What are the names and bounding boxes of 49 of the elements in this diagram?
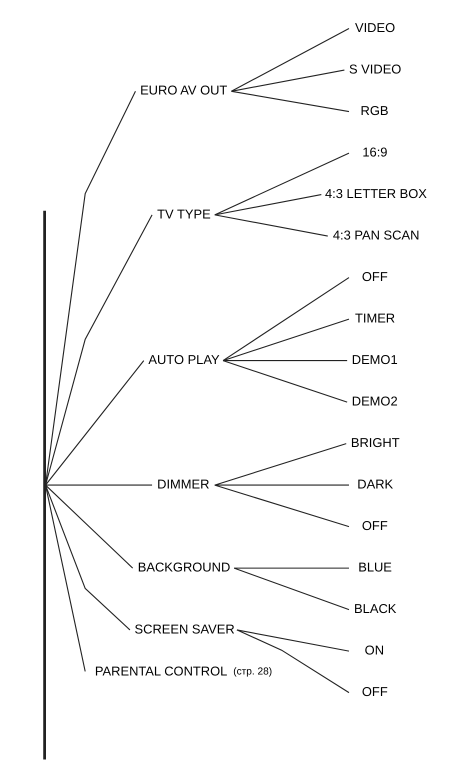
node-text: 4:3 LETTER BOX	[324, 186, 426, 201]
node-text: OFF	[361, 684, 388, 700]
connector	[233, 568, 349, 610]
connector	[214, 152, 349, 216]
connector	[234, 568, 348, 569]
connector	[44, 214, 152, 486]
node-text: DEMO2	[351, 394, 398, 409]
connector	[44, 484, 133, 569]
node-text: RGB	[360, 102, 388, 118]
node-text: EURO AV OUT	[140, 82, 227, 98]
node-text: ON	[364, 642, 384, 658]
connector	[214, 484, 348, 486]
connector	[222, 360, 347, 362]
connector	[214, 194, 321, 216]
connector	[44, 485, 130, 630]
node-text: BACKGROUND	[137, 560, 230, 575]
node-bar	[42, 210, 46, 760]
node-text: S VIDEO	[348, 61, 401, 76]
connector	[222, 318, 349, 362]
connector	[214, 214, 328, 237]
node-text: 16:9	[362, 144, 387, 160]
connector	[230, 70, 344, 92]
node-text: VIDEO	[354, 20, 395, 35]
node-text: BRIGHT	[350, 435, 400, 450]
connector	[230, 90, 349, 112]
node-text: OFF	[361, 268, 388, 284]
connector	[214, 484, 349, 528]
node-text: TIMER	[354, 310, 395, 326]
node-label: (стр. 28)	[232, 666, 272, 678]
connector	[45, 484, 152, 486]
node-text: PARENTAL CONTROL	[94, 663, 227, 678]
connector	[44, 360, 144, 486]
connector	[222, 360, 347, 403]
connector	[44, 485, 86, 672]
node-text: BLUE	[358, 560, 392, 575]
connector	[214, 443, 346, 486]
node-text: DEMO1	[351, 352, 398, 368]
node-text: 4:3 PAN SCAN	[332, 227, 419, 242]
node-text: OFF	[361, 518, 388, 534]
node-text: DARK	[356, 476, 393, 492]
node-text: BLACK	[354, 601, 396, 616]
node-text: SCREEN SAVER	[134, 621, 234, 636]
node-text: DIMMER	[156, 476, 209, 492]
connector	[236, 629, 349, 694]
connector	[230, 28, 349, 92]
node-text: AUTO PLAY	[148, 352, 220, 368]
connector	[236, 629, 349, 652]
connector	[222, 277, 349, 362]
node-text: TV TYPE	[156, 206, 210, 222]
